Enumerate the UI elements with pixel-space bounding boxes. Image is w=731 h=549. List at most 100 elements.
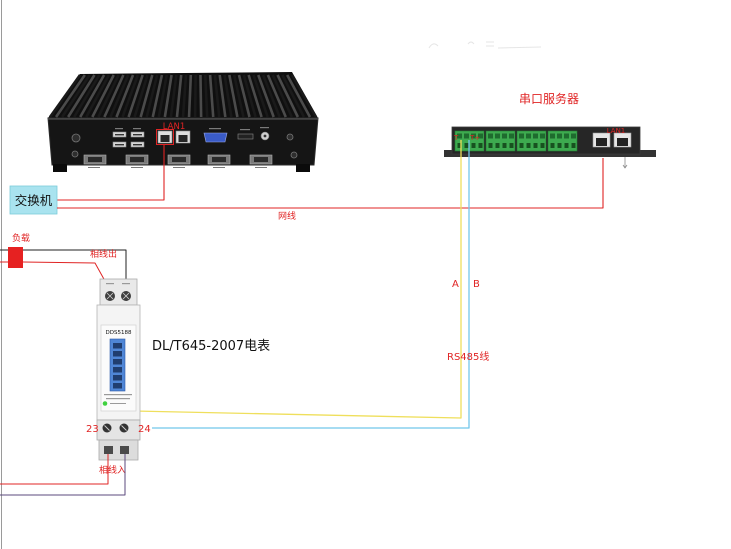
- terminal-screw: [533, 133, 538, 139]
- pc-foot-right: [296, 164, 310, 172]
- heatsink-fin: [91, 74, 115, 118]
- pc-com-ports: [83, 154, 273, 165]
- terminal-screw: [519, 133, 524, 139]
- rs485-b-wire: [152, 140, 470, 429]
- terminal-screw: [502, 133, 507, 139]
- pc-foot-left: [53, 164, 67, 172]
- pc-usb-port-tongue: [115, 144, 124, 146]
- pc-round-port-right: [286, 133, 294, 141]
- heatsink-fin: [97, 74, 120, 118]
- caption-mark: [255, 167, 267, 168]
- phase-in-label: 相线入: [99, 464, 126, 476]
- terminal-block: [547, 130, 578, 152]
- meter-top-terminal-block: [99, 278, 138, 306]
- terminal-wire-hole: [557, 143, 562, 148]
- network-cable-label: 网线: [278, 210, 296, 222]
- pc-usb-port-tongue: [133, 144, 142, 146]
- heatsink-fin: [139, 74, 154, 118]
- terminal-screw: [457, 133, 462, 139]
- terminal-wire-hole: [509, 143, 514, 148]
- meter-lower-terminal-hole: [120, 446, 129, 454]
- heatsink-fin: [199, 74, 203, 118]
- heatsink-fin: [232, 74, 245, 118]
- heatsink-fin: [257, 74, 275, 118]
- terminal-screw: [571, 133, 576, 139]
- pc-com-port-socket: [172, 157, 186, 162]
- phase-in-return-wire: [0, 454, 126, 496]
- terminal-screw: [464, 133, 469, 139]
- terminal-wire-hole: [471, 143, 476, 148]
- pc-usb-port-tongue: [133, 134, 142, 136]
- pc-com-port-socket: [254, 157, 268, 162]
- heatsink-fin: [145, 74, 159, 118]
- terminal-screw: [495, 133, 500, 139]
- heatsink-fin: [73, 74, 101, 118]
- pc-lan1-highlight-box: [156, 129, 174, 145]
- terminal-block: [485, 130, 516, 152]
- rs485-cable-label: RS485线: [447, 350, 489, 363]
- caption-mark: [115, 128, 123, 130]
- serial-server-terminal-label-t-plus: T+: [469, 134, 480, 142]
- terminal-block: [516, 130, 547, 152]
- heatsink-fin: [121, 74, 140, 118]
- meter-pulse-led: [102, 401, 108, 406]
- phase-out-wire: [22, 261, 111, 291]
- terminal-wire-hole: [564, 143, 569, 148]
- heatsink-fin: [193, 74, 197, 118]
- terminal-wire-hole: [550, 143, 555, 148]
- load: 负载: [0, 232, 30, 268]
- pc-round-port-right-lower: [290, 151, 298, 159]
- pc-lan2-port-socket: [178, 135, 188, 142]
- terminal-screw: [509, 133, 514, 139]
- pc-usb-port-tongue: [115, 134, 124, 136]
- heatsink-fin: [223, 74, 233, 118]
- heatsink-fin: [187, 74, 193, 118]
- load-label: 负载: [12, 232, 30, 244]
- faint-mark: [497, 46, 542, 49]
- terminal-wire-hole: [457, 143, 462, 148]
- heatsink-fin: [290, 74, 318, 118]
- heatsink-fin: [228, 74, 239, 118]
- caption-mark: [133, 128, 141, 130]
- phase-in-wire: [0, 454, 109, 485]
- heatsink-fin: [181, 74, 188, 118]
- pc-lan1-label: LAN1: [163, 122, 186, 132]
- pc-com-port-socket: [212, 157, 226, 162]
- caption-mark: [88, 167, 100, 168]
- faint-mark: [467, 41, 475, 45]
- heatsink-fin: [151, 74, 164, 118]
- meter-title: DL/T645-2007电表: [152, 339, 270, 354]
- heatsink-fin: [67, 74, 96, 118]
- heatsink-fin: [237, 74, 251, 118]
- heatsink-fin: [103, 74, 125, 118]
- serial-server-lan1-socket: [596, 138, 607, 146]
- meter-top-screw-slot: [106, 292, 114, 300]
- meter-spec-text-line: [106, 398, 130, 400]
- terminal-screw: [478, 133, 483, 139]
- serial-server-lan2-socket: [617, 138, 628, 146]
- pc-hdmi-port: [237, 133, 254, 140]
- lcd-digit: [113, 351, 122, 357]
- pc-heatsink-fins: [48, 74, 318, 118]
- faint-mark: [428, 43, 439, 49]
- pc-com-port-socket: [88, 157, 102, 162]
- terminal-wire-hole: [526, 143, 531, 148]
- serial-server-terminal-label-t: T: [453, 134, 459, 142]
- meter-spec-text-line: [104, 394, 132, 396]
- terminal-wire-hole: [571, 143, 576, 148]
- terminal-screw: [526, 133, 531, 139]
- heatsink-fin: [157, 74, 169, 118]
- pc-lan-ports: [156, 129, 191, 145]
- heatsink-fin: [213, 74, 221, 118]
- heatsink-fin: [252, 74, 269, 118]
- pc-to-switch-cable: [57, 145, 165, 201]
- meter-top-terminal-mark: [122, 283, 130, 285]
- industrial-pc: LAN1: [47, 72, 319, 172]
- heatsink-fin: [203, 74, 209, 118]
- terminal-wire-hole: [495, 143, 500, 148]
- terminal-screw: [564, 133, 569, 139]
- serial-server: 串口服务器 LAN1 T T+: [444, 91, 656, 169]
- network-cable: [57, 158, 604, 209]
- pc-vga-port: [203, 132, 228, 143]
